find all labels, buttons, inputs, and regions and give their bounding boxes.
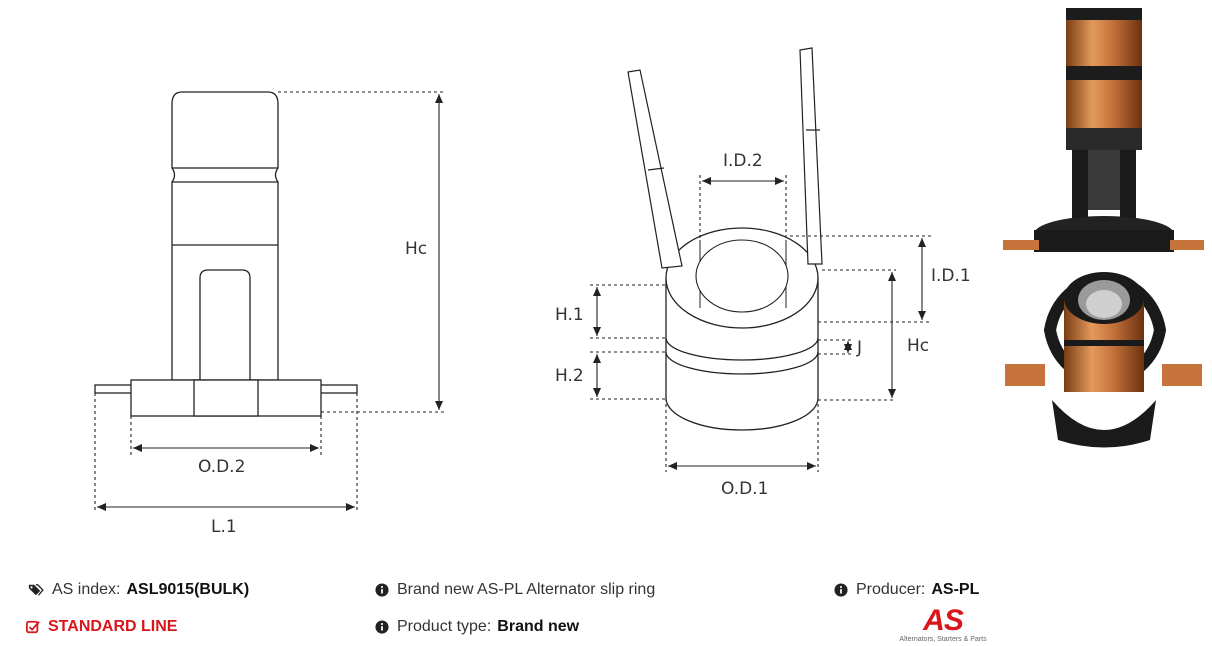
dim-label-id2: I.D.2: [723, 151, 763, 171]
slip-ring-dimensions: [590, 175, 932, 472]
producer-value: AS-PL: [931, 581, 980, 598]
as-index-value: ASL9015(BULK): [126, 581, 250, 598]
product-type-row: Product type: Brand new: [375, 618, 579, 636]
product-photo: [1003, 8, 1204, 448]
slip-ring-drawing: [627, 47, 823, 431]
dim-label-od2: O.D.2: [198, 457, 245, 477]
dim-label-id1: I.D.1: [931, 266, 971, 286]
tags-icon: [28, 584, 44, 596]
info-circle-icon: [375, 583, 389, 597]
dim-label-j: J: [856, 338, 862, 358]
standard-line-badge: STANDARD LINE: [26, 618, 177, 636]
side-view-dimensions: [94, 91, 446, 512]
description-row: Brand new AS-PL Alternator slip ring: [375, 581, 655, 599]
check-square-icon: [26, 620, 40, 634]
side-view-drawing: [94, 91, 358, 417]
description-text: Brand new AS-PL Alternator slip ring: [397, 581, 656, 598]
logo-mark: AS: [923, 604, 964, 637]
dim-label-l1: L.1: [211, 517, 237, 537]
dim-label-h1: H.1: [555, 305, 584, 325]
dim-label-hc-left: Hc: [405, 239, 427, 259]
dim-label-od1: O.D.1: [721, 479, 768, 499]
producer-label: Producer:: [856, 581, 926, 598]
logo-tagline: Alternators, Starters & Parts: [899, 636, 987, 643]
product-type-label: Product type:: [397, 618, 492, 635]
dim-label-hc-right: Hc: [907, 336, 929, 356]
as-index-row: AS index: ASL9015(BULK): [26, 581, 249, 599]
producer-row: Producer: AS-PL: [834, 581, 979, 599]
dim-label-h2: H.2: [555, 366, 584, 386]
info-circle-icon: [834, 583, 848, 597]
standard-line-label: STANDARD LINE: [48, 618, 178, 635]
product-type-value: Brand new: [497, 618, 580, 635]
as-index-label: AS index:: [52, 581, 121, 598]
technical-drawing: Hc O.D.2 L.1 I.D.2 I.D.1: [94, 8, 1204, 537]
as-pl-logo: AS Alternators, Starters & Parts: [888, 604, 998, 644]
info-circle-icon: [375, 620, 389, 634]
